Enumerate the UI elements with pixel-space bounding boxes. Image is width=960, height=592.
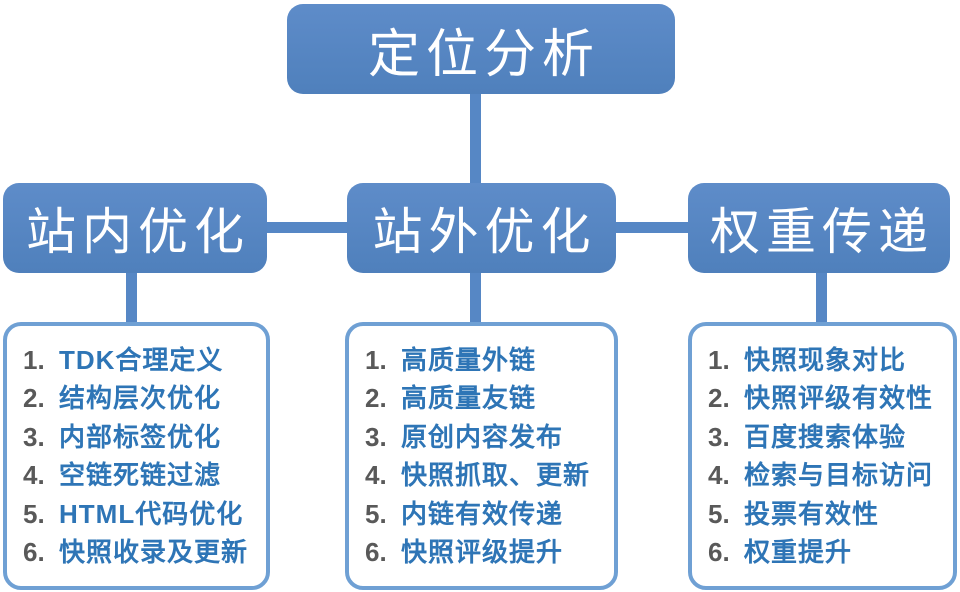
list-item-text: 检索与目标访问 <box>744 460 934 491</box>
list-item-number: 4. <box>23 460 45 491</box>
list-item-text: 快照评级有效性 <box>744 383 934 414</box>
list-item: 2. 结构层次优化 <box>23 385 262 411</box>
connector-onsite-to-offsite <box>263 222 351 233</box>
list-item-number: 4. <box>365 460 387 491</box>
list-item-number: 1. <box>708 344 730 375</box>
list-item-number: 2. <box>23 383 45 414</box>
list-item-text: 结构层次优化 <box>59 383 222 414</box>
branch-node-label: 站外优化 <box>372 204 597 260</box>
list-item: 4. 快照抓取、更新 <box>365 462 610 488</box>
list-item-text: 权重提升 <box>744 537 853 568</box>
list-item-text: 投票有效性 <box>744 498 880 529</box>
list-item-number: 2. <box>708 383 730 414</box>
branch-node-offsite-optimization: 站外优化 <box>347 183 616 273</box>
list-item-text: 快照抓取、更新 <box>401 460 591 491</box>
list-item-number: 6. <box>23 537 45 568</box>
list-onsite-optimization: 1. TDK合理定义 2. 结构层次优化 3. 内部标签优化 4. 空链死链过滤… <box>3 322 270 590</box>
list-item-number: 5. <box>23 498 45 529</box>
branch-node-label: 站内优化 <box>26 204 250 260</box>
connector-weight-to-list <box>816 271 827 326</box>
root-node-label: 定位分析 <box>367 25 600 84</box>
list-item: 2. 高质量友链 <box>365 385 610 411</box>
branch-node-label: 权重传递 <box>710 204 934 260</box>
list-item: 3. 百度搜索体验 <box>708 424 949 450</box>
list-item-text: 快照评级提升 <box>401 537 564 568</box>
list-item: 4. 检索与目标访问 <box>708 462 949 488</box>
branch-node-weight-transfer: 权重传递 <box>688 183 950 273</box>
list-item: 5. 投票有效性 <box>708 501 949 527</box>
branch-node-onsite-optimization: 站内优化 <box>3 183 267 273</box>
list-item: 4. 空链死链过滤 <box>23 462 262 488</box>
list-item-number: 6. <box>708 537 730 568</box>
connector-onsite-to-list <box>126 271 137 326</box>
list-weight-transfer: 1. 快照现象对比 2. 快照评级有效性 3. 百度搜索体验 4. 检索与目标访… <box>688 322 957 590</box>
list-item-text: 百度搜索体验 <box>744 421 907 452</box>
list-item-number: 6. <box>365 537 387 568</box>
list-item-number: 3. <box>23 421 45 452</box>
list-item-text: 原创内容发布 <box>401 421 564 452</box>
list-item: 6. 快照收录及更新 <box>23 539 262 565</box>
list-item-number: 5. <box>708 498 730 529</box>
list-item-number: 3. <box>365 421 387 452</box>
list-item-number: 1. <box>23 344 45 375</box>
list-item-text: 快照现象对比 <box>744 344 907 375</box>
list-item-number: 1. <box>365 344 387 375</box>
list-item: 3. 原创内容发布 <box>365 424 610 450</box>
list-item: 6. 快照评级提升 <box>365 539 610 565</box>
list-item: 1. TDK合理定义 <box>23 347 262 373</box>
list-item: 5. HTML代码优化 <box>23 501 262 527</box>
list-item: 2. 快照评级有效性 <box>708 385 949 411</box>
list-item-text: TDK合理定义 <box>59 344 224 375</box>
list-item-number: 2. <box>365 383 387 414</box>
list-item-text: 高质量外链 <box>401 344 537 375</box>
list-item-text: 内链有效传递 <box>401 498 564 529</box>
connector-offsite-to-list <box>470 271 481 326</box>
list-item-text: 快照收录及更新 <box>59 537 249 568</box>
list-offsite-optimization: 1. 高质量外链 2. 高质量友链 3. 原创内容发布 4. 快照抓取、更新 5… <box>345 322 618 590</box>
connector-offsite-to-weight <box>612 222 692 233</box>
root-node-positioning-analysis: 定位分析 <box>287 4 675 94</box>
list-item-number: 3. <box>708 421 730 452</box>
list-item-number: 5. <box>365 498 387 529</box>
list-item: 6. 权重提升 <box>708 539 949 565</box>
connector-root-to-offsite <box>470 90 481 185</box>
list-item-text: 内部标签优化 <box>59 421 222 452</box>
list-item: 1. 快照现象对比 <box>708 347 949 373</box>
list-item-text: 空链死链过滤 <box>59 460 222 491</box>
list-item: 3. 内部标签优化 <box>23 424 262 450</box>
list-item: 5. 内链有效传递 <box>365 501 610 527</box>
list-item-number: 4. <box>708 460 730 491</box>
list-item: 1. 高质量外链 <box>365 347 610 373</box>
list-item-text: HTML代码优化 <box>59 498 244 529</box>
list-item-text: 高质量友链 <box>401 383 537 414</box>
